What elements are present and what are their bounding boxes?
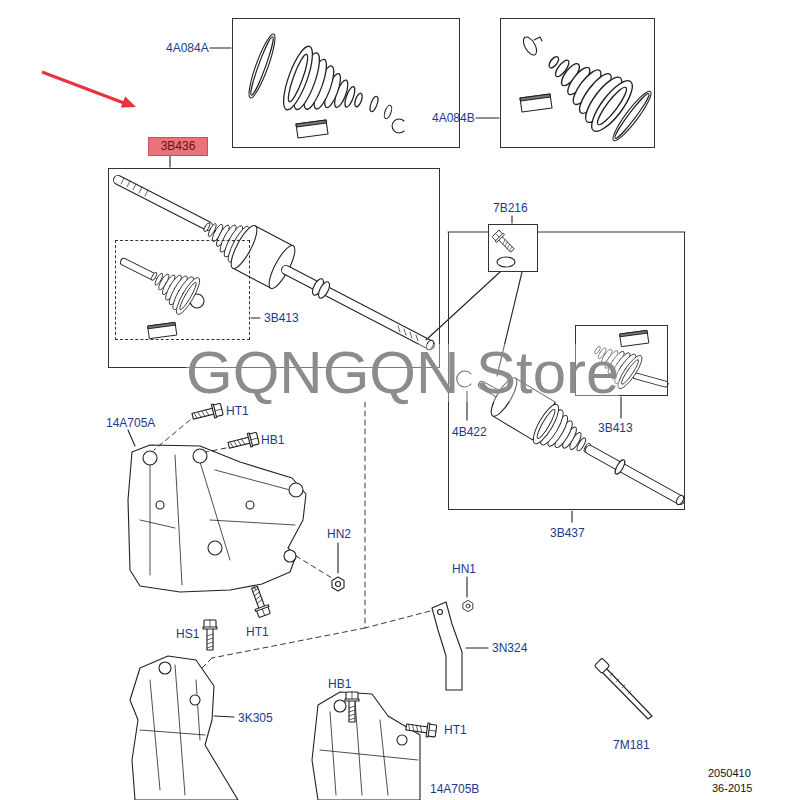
kit-frame: 4A084A (232, 18, 460, 148)
callout-number: 14A705A (106, 416, 155, 430)
callout-number: 7M181 (613, 738, 650, 752)
callout-number: HN1 (452, 562, 476, 576)
callout-number: HT1 (246, 625, 269, 639)
part-number: 4A084A (166, 41, 209, 55)
part-number: 3B437 (550, 526, 585, 540)
callout-number: 4B422 (452, 425, 487, 439)
callout-number: 3N324 (492, 641, 527, 655)
callout-number: HS1 (176, 627, 199, 641)
highlighted-part-number: 3B436 (148, 137, 208, 156)
callout-number: HT1 (226, 404, 249, 418)
callout-number: HT1 (444, 723, 467, 737)
kit-frame: 4A084B (500, 18, 655, 148)
part-number: 3B413 (598, 421, 633, 435)
assembly-frame: 3B4363B413 (108, 168, 440, 368)
watermark: GQNGQN Store (186, 344, 619, 402)
part-number: 7B216 (493, 201, 528, 215)
callout-number: HN2 (327, 527, 351, 541)
callout-number: 3K305 (238, 711, 273, 725)
drawing-date: 36-2015 (712, 781, 752, 795)
callout-number: 14A705B (430, 782, 479, 796)
sub-kit-frame: 3B413 (115, 240, 250, 340)
part-number: 3B413 (264, 311, 299, 325)
callout-number: HB1 (328, 677, 351, 691)
part-number: 4A084B (432, 111, 475, 125)
callout-number: HB1 (261, 433, 284, 447)
drawing-number: 2050410 (708, 766, 751, 780)
